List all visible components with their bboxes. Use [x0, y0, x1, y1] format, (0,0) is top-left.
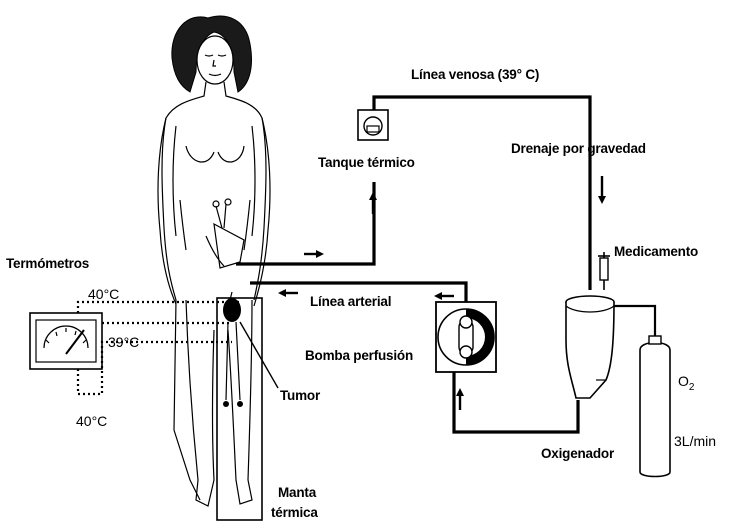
patient-hair [171, 15, 252, 93]
flow-arrows [278, 176, 606, 410]
thermal-blanket [216, 297, 263, 521]
label-oxygen: O2 [678, 373, 695, 393]
venous-outflow-line [236, 182, 376, 266]
oxygen-supply-line [614, 304, 657, 338]
heat-tank [357, 109, 389, 141]
label-thermometers: Termómetros [6, 256, 89, 271]
tumor-pointer [239, 321, 279, 389]
thermometer-device [29, 312, 103, 370]
sensor-lead-top [76, 300, 240, 313]
venous-line [372, 95, 592, 290]
tumor-mass [223, 298, 241, 322]
oxygen-subscript: 2 [689, 382, 695, 393]
label-perfusion-pump: Bomba perfusión [305, 348, 413, 363]
arrow-left-arterial [278, 289, 298, 297]
label-temp-bottom: 40°C [76, 413, 107, 429]
arrow-down-drain [598, 176, 606, 204]
oxygenator-to-pump-line [452, 372, 580, 434]
label-thermal-blanket-2: térmica [271, 505, 318, 520]
patient-torso-outline [161, 81, 267, 501]
label-oxygen-flow: 3L/min [674, 433, 716, 449]
patient-figure [157, 15, 271, 507]
medication-syringe [598, 252, 610, 290]
label-oxygenator: Oxigenador [541, 446, 615, 461]
label-tumor: Tumor [280, 388, 321, 403]
arterial-line [250, 281, 468, 302]
label-medication: Medicamento [614, 244, 698, 259]
label-venous-line: Línea venosa (39° C) [411, 67, 539, 82]
label-gravity-drain: Drenaje por gravedad [511, 141, 646, 156]
oxygen-cylinder [639, 335, 671, 478]
label-arterial-line: Línea arterial [310, 294, 391, 309]
oxygenator [565, 295, 615, 399]
label-temp-top: 40°C [88, 286, 119, 302]
arrow-up-pump [456, 388, 464, 410]
patient-face [196, 35, 234, 85]
arrow-up-tank [369, 192, 377, 214]
sensor-lead-bottom [76, 340, 232, 396]
oxygen-symbol: O [678, 373, 689, 389]
label-temp-middle: 39°C [108, 334, 139, 350]
arrow-right-venous [304, 250, 324, 258]
arrow-left-pump [434, 292, 454, 300]
label-heat-tank: Tanque térmico [318, 155, 415, 170]
perfusion-pump [435, 301, 497, 373]
label-thermal-blanket-1: Manta [278, 485, 317, 500]
